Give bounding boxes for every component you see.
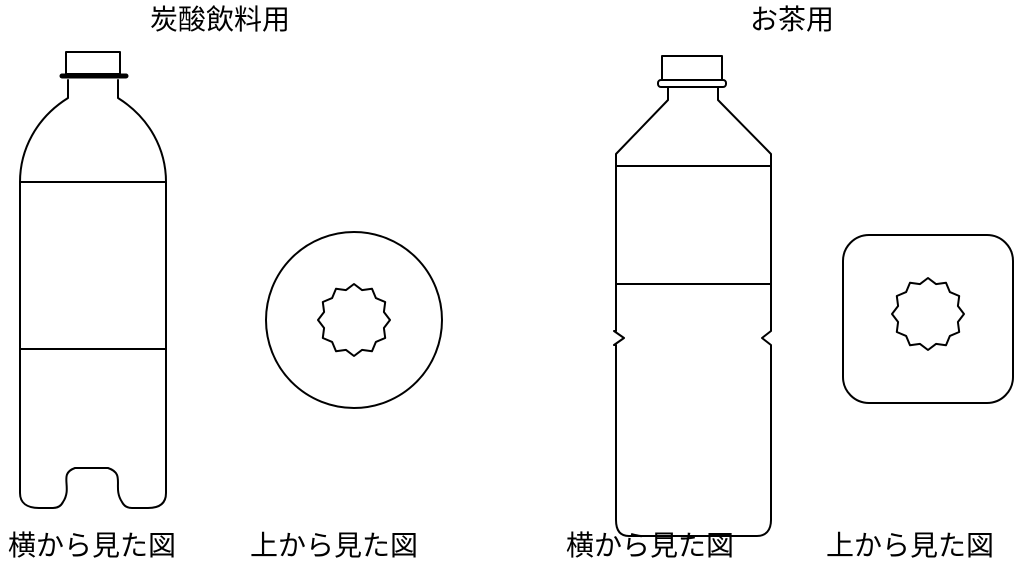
tea-cap-top-icon — [891, 277, 965, 351]
soda-cap-top-icon — [317, 283, 391, 357]
soda-bottle-top-view — [265, 231, 443, 409]
soda-bottle-title: 炭酸飲料用 — [150, 3, 291, 36]
tea-bottle-neck-ring — [657, 79, 727, 88]
tea-bottle-cap — [661, 55, 723, 81]
tea-top-outline — [842, 234, 1014, 404]
soda-top-view-caption: 上から見た図 — [250, 529, 419, 562]
tea-bottle-top-view — [842, 234, 1014, 404]
soda-side-view-caption: 横から見た図 — [8, 529, 177, 562]
tea-top-view-caption: 上から見た図 — [826, 529, 995, 562]
tea-bottle-side-view — [613, 55, 772, 537]
soda-bottle-body — [19, 79, 167, 509]
soda-bottle-side-view — [19, 51, 167, 509]
tea-side-view-caption: 横から見た図 — [566, 529, 735, 562]
soda-top-outline — [265, 231, 443, 409]
tea-bottle-title: お茶用 — [750, 3, 835, 36]
soda-bottle-cap — [65, 51, 121, 75]
tea-bottle-body — [613, 86, 772, 537]
